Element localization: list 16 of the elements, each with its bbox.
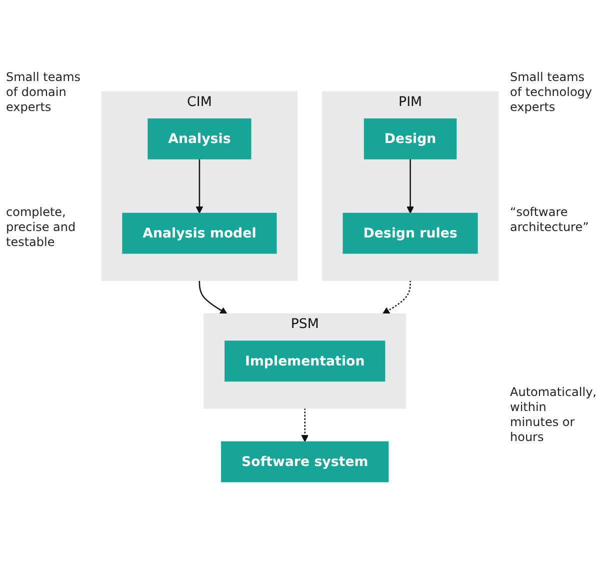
arrow <box>198 280 228 314</box>
arrow <box>406 158 414 214</box>
arrow <box>301 408 309 442</box>
node-box: Design <box>364 118 457 160</box>
node-box: Software system <box>221 441 389 482</box>
side-note: “software architecture” <box>510 205 590 235</box>
side-note: Automatically, within minutes or hours <box>510 385 598 445</box>
side-note: Small teams of domain experts <box>6 70 82 115</box>
side-note: Small teams of technology experts <box>510 70 594 115</box>
node-box: Analysis model <box>122 212 277 254</box>
node-box: Implementation <box>224 340 386 382</box>
node-box: Analysis <box>148 118 252 160</box>
arrow <box>196 158 204 214</box>
side-note: complete, precise and testable <box>6 205 77 250</box>
node-box: Design rules <box>342 212 478 254</box>
arrow <box>382 280 411 314</box>
